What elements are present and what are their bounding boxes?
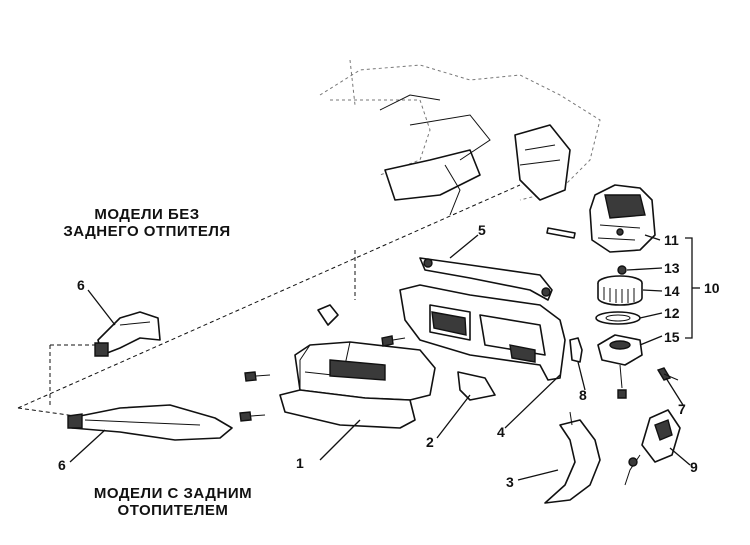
callout-2: 2 bbox=[426, 434, 434, 450]
dashboard-background-outline bbox=[319, 59, 601, 216]
callout-1: 1 bbox=[296, 455, 304, 471]
leader-lines bbox=[69, 234, 691, 481]
callout-labels: 1 2 3 4 5 6 6 7 8 9 10 11 12 13 14 15 bbox=[58, 222, 720, 490]
part-1-glove-box bbox=[279, 304, 436, 429]
callout-7: 7 bbox=[678, 401, 686, 417]
callout-6-lower: 6 bbox=[58, 457, 66, 473]
caption-models-without-rear-heater: МОДЕЛИ БЕЗ ЗАДНЕГО ОТПИТЕЛЯ bbox=[52, 206, 242, 240]
caption-without-rear-heater-line2: ЗАДНЕГО ОТПИТЕЛЯ bbox=[63, 223, 231, 240]
callout-14: 14 bbox=[664, 283, 680, 299]
part-2-cover bbox=[457, 371, 496, 401]
callout-11: 11 bbox=[664, 232, 679, 248]
callout-8: 8 bbox=[579, 387, 587, 403]
part-6-duct-upper bbox=[94, 311, 161, 357]
part-4-frame-panel bbox=[399, 284, 566, 381]
part-9-module bbox=[624, 409, 681, 486]
group-10-bracket bbox=[685, 237, 700, 339]
part-8-clip bbox=[569, 337, 583, 363]
caption-with-rear-heater-line2: ОТОПИТЕЛЕМ bbox=[117, 502, 229, 519]
part-14-blower-wheel bbox=[597, 275, 643, 306]
callout-3: 3 bbox=[506, 474, 514, 490]
callout-4: 4 bbox=[497, 424, 505, 440]
callout-13: 13 bbox=[664, 260, 680, 276]
part-7-connector bbox=[656, 367, 679, 381]
callout-6-upper: 6 bbox=[77, 277, 85, 293]
caption-with-rear-heater-line1: МОДЕЛИ С ЗАДНИМ bbox=[93, 485, 253, 502]
callout-9: 9 bbox=[690, 459, 698, 475]
part-13-nut bbox=[617, 265, 627, 275]
screws bbox=[239, 335, 627, 422]
callout-10: 10 bbox=[704, 280, 720, 296]
part-11-bolt bbox=[546, 227, 576, 239]
part-15-blower-motor bbox=[597, 334, 643, 389]
caption-without-rear-heater-line1: МОДЕЛИ БЕЗ bbox=[94, 206, 200, 223]
part-12-gasket-ring bbox=[595, 311, 641, 325]
part-3-curved-bracket bbox=[544, 411, 601, 504]
part-5-bracket-bar bbox=[419, 257, 553, 301]
callout-15: 15 bbox=[664, 329, 680, 345]
part-6-duct-lower bbox=[67, 404, 233, 441]
part-11-blower-housing bbox=[589, 184, 656, 253]
model-separator-lines bbox=[17, 184, 521, 426]
callout-12: 12 bbox=[664, 305, 680, 321]
callout-5: 5 bbox=[478, 222, 486, 238]
caption-models-with-rear-heater: МОДЕЛИ С ЗАДНИМ ОТОПИТЕЛЕМ bbox=[68, 485, 278, 519]
